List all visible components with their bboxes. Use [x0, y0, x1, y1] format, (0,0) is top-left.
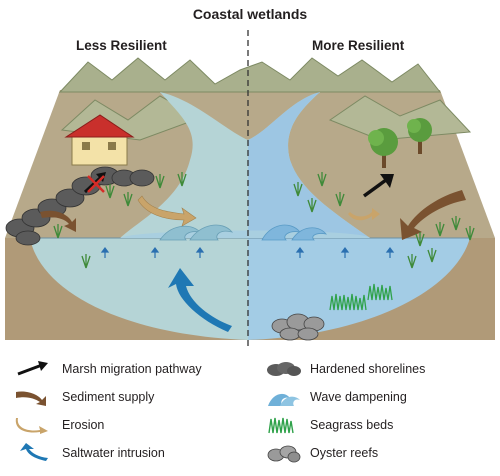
legend-label: Marsh migration pathway	[62, 362, 202, 376]
legend-label: Saltwater intrusion	[62, 446, 165, 460]
legend-label: Erosion	[62, 418, 105, 432]
house	[64, 114, 135, 166]
marsh-grass	[53, 172, 475, 269]
sediment-arrow-left	[40, 210, 76, 232]
seagrass-icon	[268, 417, 294, 434]
erosion-arrow	[137, 195, 197, 227]
sediment-arrow-right	[400, 190, 466, 240]
legend-sediment-supply: Sediment supply	[14, 386, 154, 408]
legend-label: Seagrass beds	[310, 418, 394, 432]
legend-wave-dampening: Wave dampening	[266, 386, 407, 408]
coastal-wetland-diagram	[5, 30, 495, 346]
legend-label: Hardened shorelines	[310, 362, 426, 376]
legend-oyster-reefs: Oyster reefs	[266, 442, 378, 464]
saltwater-intrusion-arrow	[168, 268, 232, 332]
diagram-title: Coastal wetlands	[192, 6, 308, 22]
legend-seagrass-beds: Seagrass beds	[266, 414, 393, 436]
blocked-migration-arrow	[83, 172, 106, 194]
legend-hardened-shorelines: Hardened shorelines	[266, 358, 425, 380]
erosion-arrow-right	[348, 208, 380, 221]
wave-icon	[268, 393, 300, 406]
legend-label: Sediment supply	[62, 390, 155, 404]
river-right-tint	[248, 92, 370, 238]
rock-icon	[267, 362, 301, 376]
mountains	[58, 57, 472, 141]
more-resilient-label: More Resilient	[312, 38, 405, 53]
water-level-arrows	[100, 247, 395, 258]
marsh-migration-arrow	[362, 174, 394, 198]
waves-right	[261, 224, 327, 241]
legend-label: Oyster reefs	[310, 446, 379, 460]
blue-curved-arrow-icon	[20, 443, 48, 461]
oyster-icon	[267, 445, 301, 463]
bay-right	[248, 238, 470, 340]
oyster-reef	[271, 313, 325, 341]
legend-marsh-migration: Marsh migration pathway	[14, 358, 202, 380]
trees	[368, 118, 432, 168]
brown-curved-arrow-icon	[16, 391, 46, 406]
seagrass-bed	[329, 283, 393, 311]
tan-curved-arrow-icon	[15, 418, 48, 434]
black-arrow-icon	[17, 361, 48, 376]
legend-erosion: Erosion	[14, 414, 104, 436]
legend-label: Wave dampening	[310, 390, 407, 404]
less-resilient-label: Less Resilient	[76, 38, 167, 53]
waves-left	[159, 224, 234, 241]
legend-saltwater-intrusion: Saltwater intrusion	[14, 442, 165, 464]
